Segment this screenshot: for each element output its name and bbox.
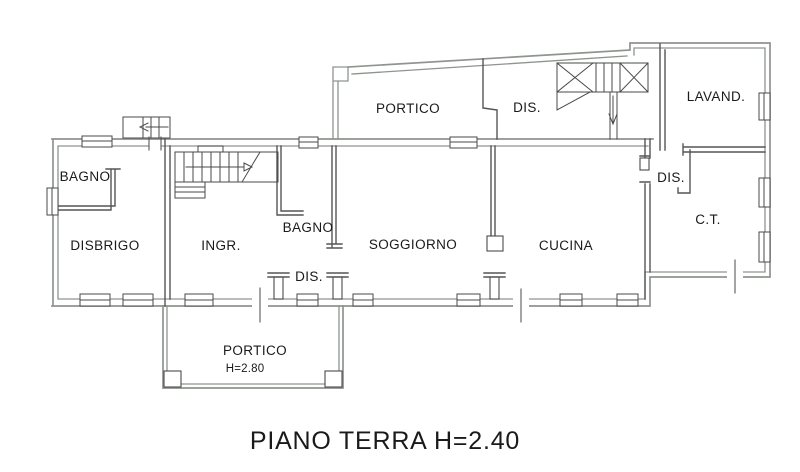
window (559, 293, 583, 307)
window (352, 293, 374, 307)
portico-column (324, 370, 343, 388)
room-label-cucina: CUCINA (539, 238, 593, 253)
interior-walls (57, 43, 766, 307)
room-label-ct: C.T. (695, 212, 721, 227)
room-label-dis-right: DIS. (657, 170, 685, 185)
room-label-bagno-middle: BAGNO (283, 220, 334, 235)
window (758, 177, 771, 208)
plan-title: PIANO TERRA H=2.40 (250, 427, 520, 455)
portico-height-note: H=2.80 (226, 363, 265, 375)
wall-end-pier (486, 235, 504, 252)
portico-column (163, 370, 182, 388)
stair-direction-arrow (608, 95, 618, 126)
door-leaf (639, 157, 650, 171)
stair-direction-arrow (138, 122, 169, 132)
room-label-dis-top: DIS. (513, 100, 541, 115)
wall-stub (332, 276, 343, 300)
window (296, 293, 319, 307)
window (449, 136, 478, 149)
door-cucina (513, 288, 529, 323)
stair-direction-arrow (185, 162, 254, 172)
window (46, 187, 59, 216)
room-label-lavanderia: LAVAND. (687, 89, 746, 104)
window (184, 293, 214, 307)
door-exterior-stair (148, 136, 162, 151)
window (456, 293, 481, 307)
door-ct (727, 259, 743, 294)
window (122, 293, 154, 307)
window (79, 293, 111, 307)
room-label-ingresso: INGR. (201, 238, 241, 253)
room-labels: BAGNO DISBRIGO INGR. BAGNO DIS. SOGGIORN… (60, 89, 746, 375)
room-label-bagno-left: BAGNO (60, 169, 111, 184)
window (758, 92, 771, 121)
exterior-stair (122, 116, 171, 139)
room-label-disbrigo: DISBRIGO (70, 238, 139, 253)
doors (148, 136, 743, 323)
staircase-entry (174, 145, 279, 199)
staircase-winder (556, 62, 649, 140)
window (616, 293, 639, 307)
portico-bottom-structure (162, 305, 344, 389)
room-label-portico-top: PORTICO (376, 101, 440, 116)
wall-stub (273, 276, 284, 300)
window (81, 135, 113, 148)
window (298, 136, 319, 149)
room-label-portico-bottom: PORTICO (223, 343, 287, 358)
room-label-dis-middle: DIS. (295, 269, 323, 284)
wall-stub (489, 276, 500, 300)
room-label-soggiorno: SOGGIORNO (369, 237, 457, 252)
window (758, 231, 771, 263)
windows (46, 92, 771, 307)
door-ingresso (252, 287, 268, 323)
